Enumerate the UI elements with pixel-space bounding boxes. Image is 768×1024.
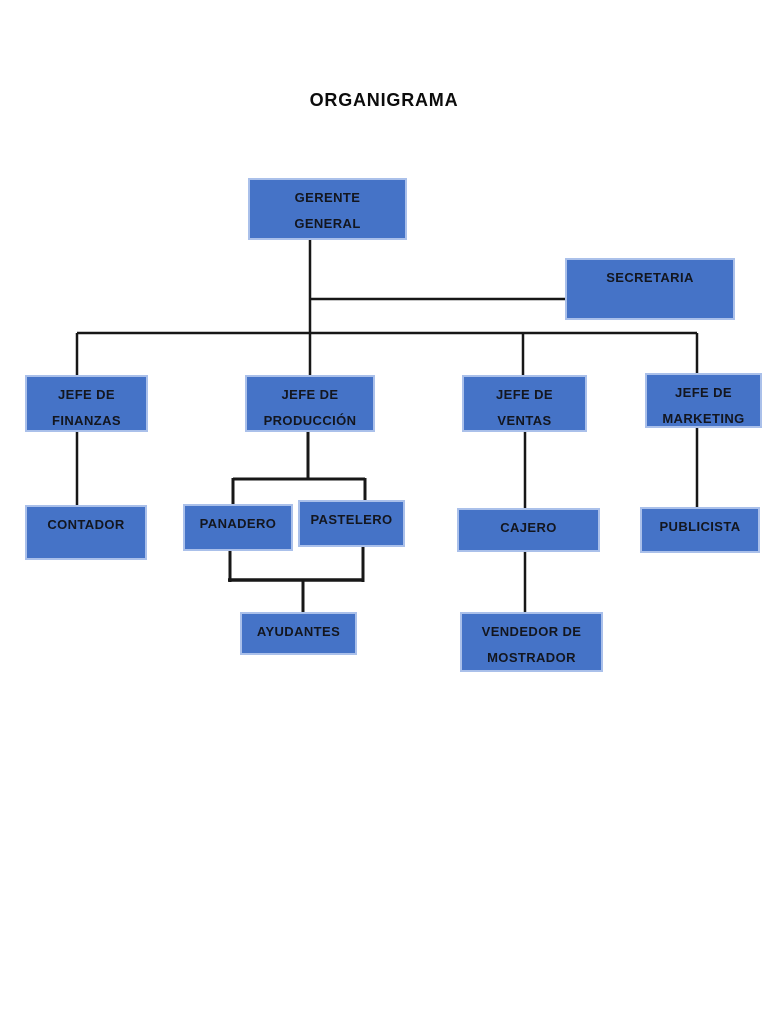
node-label-line: GERENTE	[294, 190, 361, 205]
node-label-line: PANADERO	[199, 516, 277, 531]
node-label-line: VENTAS	[497, 413, 552, 428]
node-label-line: CONTADOR	[47, 517, 125, 532]
node-label-line: PRODUCCIÓN	[263, 413, 357, 428]
node-label-line: AYUDANTES	[256, 624, 341, 639]
node-label-line: SECRETARIA	[606, 270, 694, 285]
node-label-line: PASTELERO	[310, 512, 393, 527]
node-label-line: JEFE DE	[496, 387, 553, 402]
node-label-line: MOSTRADOR	[487, 650, 576, 665]
org-node-pastelero: PASTELERO	[298, 500, 405, 547]
org-node-jefe-marketing: JEFE DE MARKETING	[645, 373, 762, 428]
node-label-line: GENERAL	[294, 216, 361, 231]
org-node-cajero: CAJERO	[457, 508, 600, 552]
org-node-gerente-general: GERENTE GENERAL	[248, 178, 407, 240]
org-node-ayudantes: AYUDANTES	[240, 612, 357, 655]
org-node-jefe-ventas: JEFE DE VENTAS	[462, 375, 587, 432]
org-node-vendedor-mostrador: VENDEDOR DE MOSTRADOR	[460, 612, 603, 672]
node-label-line: PUBLICISTA	[659, 519, 741, 534]
org-node-secretaria: SECRETARIA	[565, 258, 735, 320]
org-node-jefe-produccion: JEFE DE PRODUCCIÓN	[245, 375, 375, 432]
org-node-publicista: PUBLICISTA	[640, 507, 760, 553]
org-node-panadero: PANADERO	[183, 504, 293, 551]
node-label-line: VENDEDOR DE	[481, 624, 582, 639]
node-label-line: CAJERO	[500, 520, 557, 535]
node-label-line: JEFE DE	[675, 385, 732, 400]
node-label-line: JEFE DE	[58, 387, 115, 402]
node-label-line: MARKETING	[662, 411, 745, 426]
org-node-jefe-finanzas: JEFE DE FINANZAS	[25, 375, 148, 432]
node-label-line: JEFE DE	[281, 387, 339, 402]
org-node-contador: CONTADOR	[25, 505, 147, 560]
node-label-line: FINANZAS	[52, 413, 121, 428]
page-title: ORGANIGRAMA	[309, 90, 459, 110]
